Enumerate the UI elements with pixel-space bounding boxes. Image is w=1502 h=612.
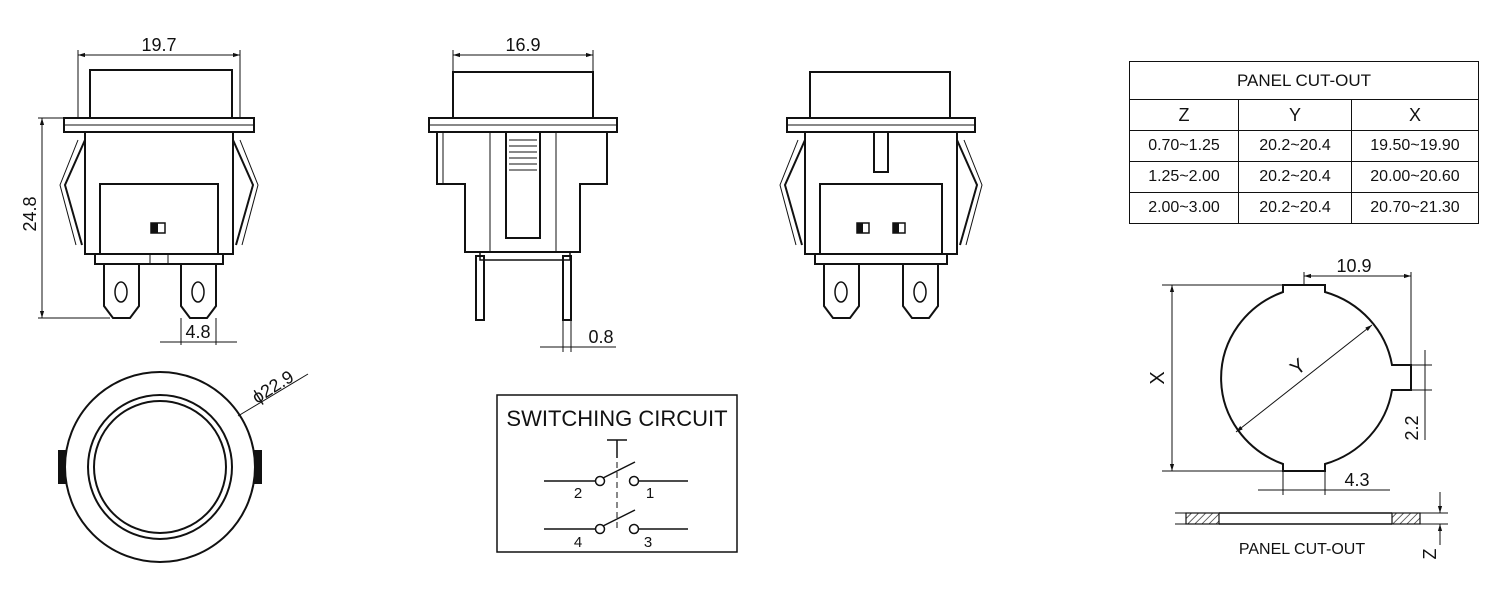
terminal-3-label: 3 <box>644 534 652 551</box>
panel-table-title: PANEL CUT-OUT <box>1129 61 1479 100</box>
front-width-label: 19.7 <box>141 35 176 55</box>
table-cell: 19.50~19.90 <box>1351 130 1479 162</box>
cutout-key-depth-label: 2.2 <box>1402 415 1422 440</box>
column-header-x: X <box>1351 99 1479 131</box>
terminal-2-label: 2 <box>574 485 582 502</box>
panel-cutout-table: PANEL CUT-OUT Z Y X 0.70~1.25 20.2~20.4 … <box>1129 61 1479 224</box>
terminal-4-label: 4 <box>574 534 582 551</box>
bezel-view: ϕ22.9 <box>58 366 309 563</box>
panel-cutout-shape: Y X 10.9 2.2 4.3 <box>1147 256 1432 495</box>
table-row: 1.25~2.00 20.2~20.4 20.00~20.60 <box>1129 161 1479 193</box>
table-row: 2.00~3.00 20.2~20.4 20.70~21.30 <box>1129 192 1479 224</box>
switching-circuit-title: SWITCHING CIRCUIT <box>506 406 727 431</box>
table-cell: 2.00~3.00 <box>1129 192 1239 224</box>
table-cell: 20.2~20.4 <box>1238 130 1352 162</box>
cutout-x-label: X <box>1147 371 1169 384</box>
pin-thickness-label: 0.8 <box>588 327 613 347</box>
front-view: 19.7 24.8 4.8 <box>20 35 259 345</box>
table-cell: 20.70~21.30 <box>1351 192 1479 224</box>
column-header-z: Z <box>1129 99 1239 131</box>
bezel-diameter-label: ϕ22.9 <box>248 366 297 407</box>
panel-section: PANEL CUT-OUT Z <box>1175 492 1448 560</box>
side-view: 16.9 0.8 <box>428 35 618 352</box>
panel-z-label: Z <box>1420 549 1440 560</box>
side-width-label: 16.9 <box>505 35 540 55</box>
terminal-width-label: 4.8 <box>185 322 210 342</box>
switching-circuit: SWITCHING CIRCUIT 2 1 4 3 <box>496 394 738 553</box>
height-label: 24.8 <box>20 196 40 231</box>
table-cell: 20.00~20.60 <box>1351 161 1479 193</box>
table-row: 0.70~1.25 20.2~20.4 19.50~19.90 <box>1129 130 1479 162</box>
column-header-y: Y <box>1238 99 1352 131</box>
rear-view <box>779 71 983 319</box>
terminal-1-label: 1 <box>646 485 654 502</box>
panel-section-label: PANEL CUT-OUT <box>1239 541 1365 558</box>
cutout-key-width-label: 10.9 <box>1336 256 1371 276</box>
table-cell: 20.2~20.4 <box>1238 161 1352 193</box>
table-cell: 1.25~2.00 <box>1129 161 1239 193</box>
table-cell: 0.70~1.25 <box>1129 130 1239 162</box>
cutout-notch-width-label: 4.3 <box>1344 470 1369 490</box>
table-cell: 20.2~20.4 <box>1238 192 1352 224</box>
